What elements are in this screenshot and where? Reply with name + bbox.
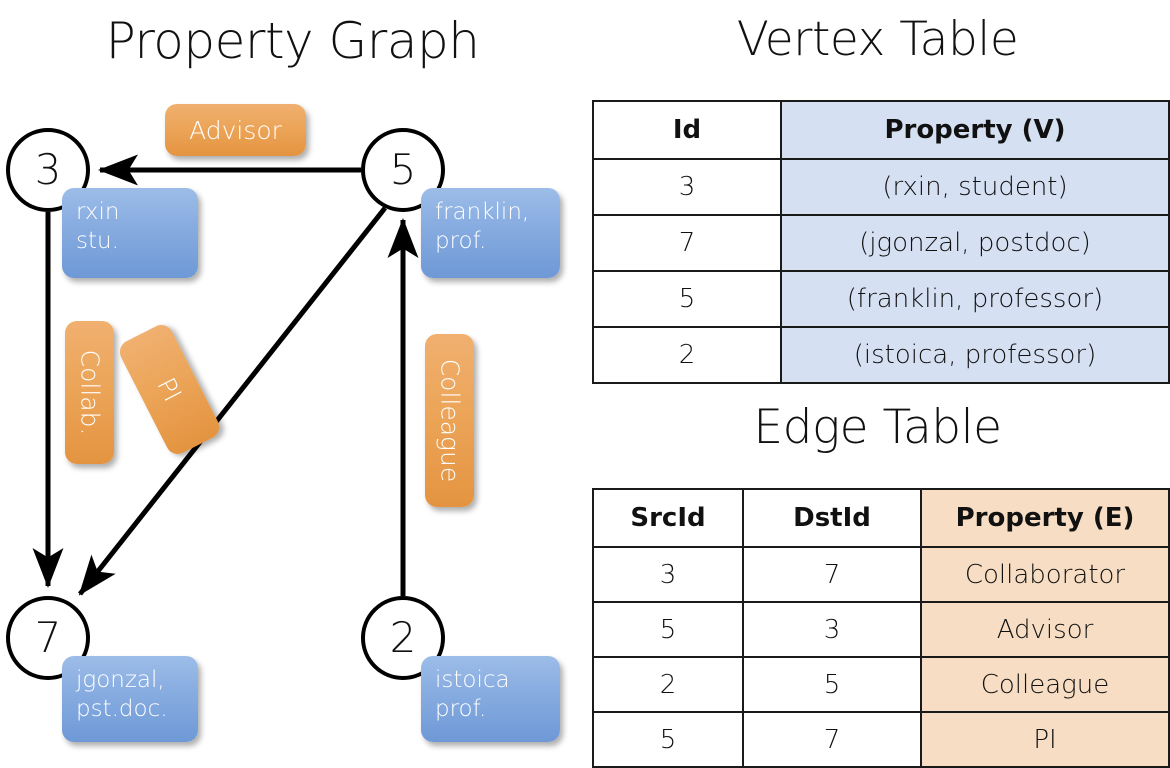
edge-table-header-property: Property (E) [920, 488, 1170, 548]
edge-label-collaborator-text: Collab. [75, 349, 104, 436]
edge-row-2-dst: 5 [742, 656, 922, 713]
graph-node-5[interactable]: 5 [361, 128, 445, 212]
edge-row-1-property: Advisor [920, 601, 1170, 658]
edge-label-colleague-text: Colleague [435, 358, 465, 483]
vertex-chip-7-line1: jgonzal, [76, 667, 165, 693]
graph-node-5-label: 5 [389, 145, 417, 194]
edge-row-3-dst: 7 [742, 711, 922, 768]
table-row: 5 3 Advisor [592, 601, 1170, 658]
vertex-row-0-property: (rxin, student) [780, 158, 1170, 216]
table-row: 2 (istoica, professor) [592, 326, 1170, 384]
vertex-table-header-id: Id [592, 100, 782, 160]
edge-label-chip-collaborator: Collab. [65, 321, 114, 464]
vertex-table-header-row: Id Property (V) [592, 100, 1170, 160]
vertex-row-2-property: (franklin, professor) [780, 270, 1170, 328]
edge-row-3-src: 5 [592, 711, 744, 768]
table-row: 2 5 Colleague [592, 656, 1170, 713]
table-row: 3 7 Collaborator [592, 546, 1170, 603]
edge-row-1-src: 5 [592, 601, 744, 658]
page-title-edge-table: Edge Table [753, 400, 1002, 455]
table-row: 5 7 PI [592, 711, 1170, 768]
table-row: 3 (rxin, student) [592, 158, 1170, 216]
vertex-chip-5-line1: franklin, [435, 199, 530, 225]
property-graph-diagram: 3 5 7 2 rxin stu. franklin, prof. jgonza… [0, 0, 585, 760]
vertex-property-chip-3: rxin stu. [62, 188, 198, 278]
page-title-property-graph: Property Graph [105, 12, 480, 70]
page-title-vertex-table: Vertex Table [736, 12, 1019, 67]
vertex-row-1-id: 7 [592, 214, 782, 272]
graph-node-3-label: 3 [34, 145, 62, 194]
vertex-table: Id Property (V) 3 (rxin, student) 7 (jgo… [592, 100, 1170, 384]
edge-row-3-property: PI [920, 711, 1170, 768]
edge-row-2-property: Colleague [920, 656, 1170, 713]
edge-row-0-src: 3 [592, 546, 744, 603]
vertex-row-3-id: 2 [592, 326, 782, 384]
edge-table-header-dstid: DstId [742, 488, 922, 548]
edge-5-to-7 [78, 206, 387, 596]
edge-label-chip-colleague: Colleague [425, 334, 474, 507]
vertex-chip-5-line2: prof. [435, 228, 487, 255]
edge-row-1-dst: 3 [742, 601, 922, 658]
vertex-property-chip-2: istoica prof. [421, 656, 560, 742]
vertex-chip-3-line1: rxin [76, 199, 120, 225]
vertex-table-header-property: Property (V) [780, 100, 1170, 160]
vertex-chip-3-line2: stu. [76, 228, 119, 255]
vertex-chip-2-line2: prof. [435, 696, 487, 723]
graph-edges-layer [32, 154, 419, 596]
graph-node-2-label: 2 [389, 613, 417, 662]
table-row: 5 (franklin, professor) [592, 270, 1170, 328]
vertex-chip-7-line2: pst.doc. [76, 696, 168, 723]
vertex-row-0-id: 3 [592, 158, 782, 216]
edge-table: SrcId DstId Property (E) 3 7 Collaborato… [592, 488, 1170, 768]
graph-node-2[interactable]: 2 [361, 596, 445, 680]
edge-label-advisor-text: Advisor [189, 115, 282, 145]
edge-table-header-srcid: SrcId [592, 488, 744, 548]
vertex-chip-2-line1: istoica [435, 667, 510, 693]
edge-label-chip-advisor: Advisor [165, 104, 306, 156]
vertex-property-chip-5: franklin, prof. [421, 188, 560, 278]
vertex-row-3-property: (istoica, professor) [780, 326, 1170, 384]
vertex-property-chip-7: jgonzal, pst.doc. [62, 656, 198, 742]
edge-row-0-dst: 7 [742, 546, 922, 603]
vertex-row-1-property: (jgonzal, postdoc) [780, 214, 1170, 272]
edge-row-0-property: Collaborator [920, 546, 1170, 603]
edge-label-pi-text: PI [151, 372, 188, 407]
edge-row-2-src: 2 [592, 656, 744, 713]
vertex-row-2-id: 5 [592, 270, 782, 328]
graph-node-7-label: 7 [34, 613, 62, 662]
edge-table-header-row: SrcId DstId Property (E) [592, 488, 1170, 548]
table-row: 7 (jgonzal, postdoc) [592, 214, 1170, 272]
